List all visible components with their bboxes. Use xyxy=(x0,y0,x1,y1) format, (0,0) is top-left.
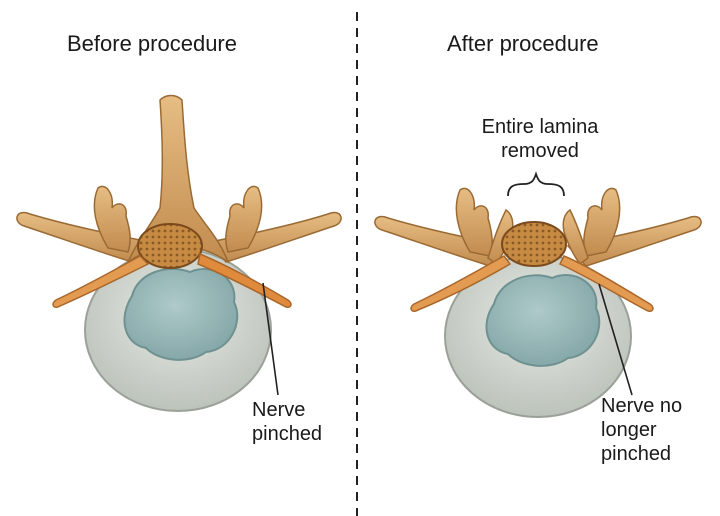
lamina-label-line2: removed xyxy=(501,140,579,162)
before-left-articular-process xyxy=(93,185,131,253)
after-right-nerve-root xyxy=(558,255,654,313)
after-nerve-label-line3: pinched xyxy=(601,443,672,465)
after-spinal-cord xyxy=(501,221,567,267)
lamina-removed-label: Entire lamina removed xyxy=(440,115,640,163)
before-nucleus xyxy=(123,267,239,361)
before-right-articular-process xyxy=(225,185,263,253)
after-title: After procedure xyxy=(447,31,599,56)
before-right-nerve-root-pinched xyxy=(197,252,292,309)
lamina-label-line1: Entire lamina xyxy=(481,116,599,138)
before-nerve-pointer xyxy=(262,282,279,396)
after-nerve-label-line1: Nerve no xyxy=(601,395,683,417)
after-right-articular-process xyxy=(583,187,621,257)
before-vertebra xyxy=(16,94,342,412)
after-left-pedicle xyxy=(487,208,514,266)
after-left-nerve-root xyxy=(410,255,512,313)
after-nucleus xyxy=(485,273,601,367)
lamina-removed-brace xyxy=(507,171,565,197)
after-nerve-pointer xyxy=(598,283,633,396)
before-left-nerve-root xyxy=(52,255,150,309)
before-title: Before procedure xyxy=(67,31,237,56)
before-nerve-label-line1: Nerve xyxy=(252,399,306,421)
before-nerve-label-line2: pinched xyxy=(252,423,323,445)
after-left-articular-process xyxy=(455,187,493,257)
before-spinal-cord xyxy=(137,223,203,269)
before-nerve-label: Nerve pinched xyxy=(252,398,322,446)
after-nerve-label: Nerve no longer pinched xyxy=(601,394,682,466)
after-nerve-label-line2: longer xyxy=(601,419,657,441)
after-vertebra xyxy=(374,171,702,418)
after-right-pedicle xyxy=(562,208,589,266)
